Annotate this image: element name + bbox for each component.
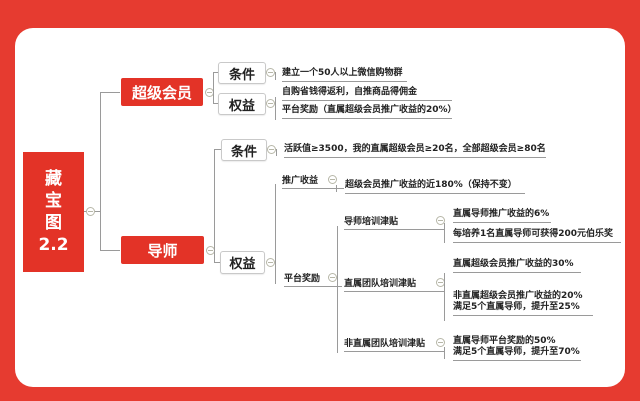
collapse-toggle-icon[interactable] (267, 145, 276, 154)
node-label: 导师 (147, 241, 178, 260)
node-direct-team-training[interactable]: 直属团队培训津贴 (344, 276, 444, 292)
node-label: 权益 (229, 257, 256, 272)
leaf-line: 满足5个直属导师，提升至25% (453, 302, 580, 312)
connector (336, 185, 337, 192)
connector (214, 149, 215, 262)
node-mentor-training[interactable]: 导师培训津贴 (344, 214, 444, 230)
node-mentor-benefits[interactable]: 权益 (220, 251, 265, 274)
collapse-toggle-icon[interactable] (436, 338, 445, 347)
connector (213, 103, 218, 104)
leaf-direct-team: 非直属超级会员推广收益的20% 满足5个直属导师，提升至25% (453, 291, 593, 316)
connector (276, 149, 277, 156)
leaf-mentor-training: 直属导师推广收益的6% (453, 209, 551, 223)
connector (100, 92, 120, 93)
leaf-mentor-training: 每培养1名直属导师可获得200元伯乐奖 (453, 229, 621, 243)
root-title-line: 藏 (45, 169, 62, 189)
node-super-benefits[interactable]: 权益 (218, 93, 266, 115)
node-mentor[interactable]: 导师 (121, 236, 204, 264)
connector (444, 273, 445, 321)
node-label: 权益 (228, 98, 255, 114)
connector (100, 92, 101, 250)
connector (337, 226, 338, 353)
node-label: 非直属团队培训津贴 (344, 339, 426, 349)
leaf-mentor-condition: 活跃值≥3500，我的直属超级会员≥20名，全部超级会员≥80名 (284, 144, 546, 158)
root-title-line: 2.2 (38, 235, 69, 255)
leaf-direct-team: 直属超级会员推广收益的30% (453, 259, 581, 273)
connector (444, 347, 445, 359)
node-mentor-conditions[interactable]: 条件 (221, 139, 267, 161)
connector (275, 72, 276, 80)
connector (100, 250, 120, 251)
connector (213, 72, 214, 103)
root-title-line: 图 (45, 213, 62, 233)
node-label: 推广收益 (282, 176, 319, 186)
connector (275, 184, 276, 284)
node-label: 条件 (230, 144, 257, 160)
leaf-line: 非直属超级会员推广收益的20% (453, 291, 583, 301)
leaf-indirect-team: 直属导师平台奖励的50% 满足5个直属导师，提升至70% (453, 336, 581, 361)
root-title-line: 宝 (45, 191, 62, 211)
connector (214, 262, 220, 263)
leaf-super-condition: 建立一个50人以上微信购物群 (282, 68, 407, 82)
node-label: 导师培训津贴 (344, 217, 399, 227)
collapse-toggle-icon[interactable] (328, 273, 337, 282)
collapse-toggle-icon[interactable] (86, 207, 95, 216)
collapse-toggle-icon[interactable] (266, 99, 275, 108)
node-indirect-team-training[interactable]: 非直属团队培训津贴 (344, 336, 444, 352)
connector (214, 149, 221, 150)
node-label: 条件 (228, 67, 255, 83)
leaf-line: 直属导师平台奖励的50% (453, 336, 556, 346)
leaf-promotion-income: 超级会员推广收益的近180%（保持不变） (345, 180, 525, 194)
connector (444, 223, 445, 243)
collapse-toggle-icon[interactable] (266, 68, 275, 77)
node-promotion-income[interactable]: 推广收益 (282, 173, 344, 189)
collapse-toggle-icon[interactable] (436, 216, 445, 225)
connector (213, 72, 218, 73)
collapse-toggle-icon[interactable] (266, 258, 275, 267)
leaf-line: 满足5个直属导师，提升至70% (453, 347, 580, 357)
mindmap-card (15, 28, 625, 387)
leaf-super-benefit: 平台奖励（直属超级会员推广收益的20%） (282, 105, 457, 119)
node-super-conditions[interactable]: 条件 (218, 62, 266, 84)
root-node[interactable]: 藏 宝 图 2.2 (23, 152, 84, 272)
node-label: 直属团队培训津贴 (344, 279, 417, 289)
node-super-member[interactable]: 超级会员 (121, 78, 203, 106)
collapse-toggle-icon[interactable] (328, 175, 337, 184)
node-platform-reward[interactable]: 平台奖励 (284, 271, 342, 287)
connector (275, 97, 276, 120)
leaf-super-benefit: 自购省钱得返利，自推商品得佣金 (282, 87, 452, 101)
node-label: 超级会员 (131, 83, 192, 102)
node-label: 平台奖励 (284, 274, 321, 284)
